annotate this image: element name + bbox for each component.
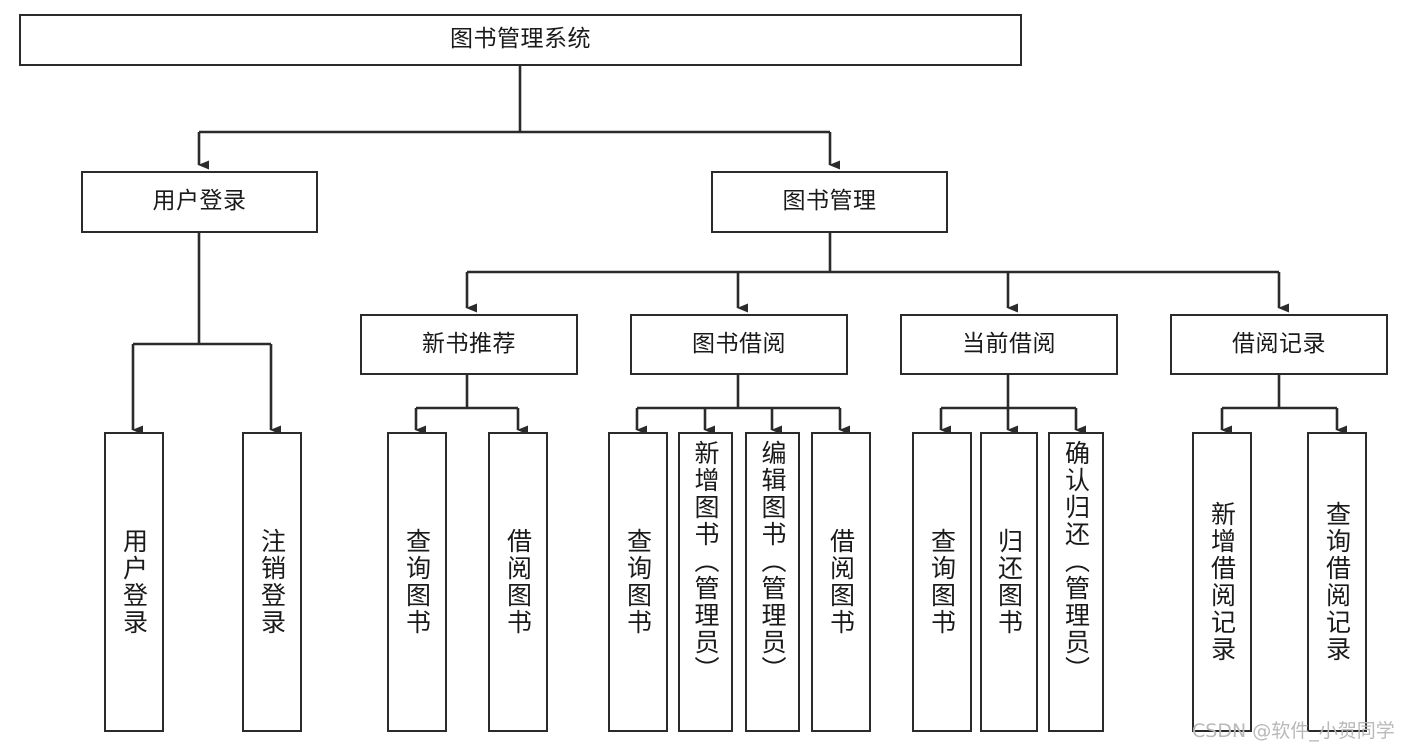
node-label: 确认归还（管理员） [1061,440,1091,683]
node-leaf-borrow-book-recommendation[interactable]: 借阅图书 [488,432,548,732]
node-leaf-return-book[interactable]: 归还图书 [980,432,1038,732]
node-root-book-management-system[interactable]: 图书管理系统 [19,14,1022,66]
node-label: 注销登录 [257,528,287,636]
node-leaf-user-login[interactable]: 用户登录 [104,432,164,732]
node-label: 新增借阅记录 [1207,501,1237,663]
node-label: 查询图书 [402,528,432,636]
node-book-borrowing[interactable]: 图书借阅 [630,314,848,375]
node-leaf-borrow-book-borrowing[interactable]: 借阅图书 [811,432,871,732]
node-label: 图书管理系统 [450,26,591,53]
node-label: 借阅记录 [1232,330,1326,357]
node-label: 编辑图书（管理员） [758,440,787,683]
node-leaf-logout[interactable]: 注销登录 [242,432,302,732]
node-label: 归还图书 [994,528,1024,636]
node-leaf-edit-book-admin[interactable]: 编辑图书（管理员） [745,432,800,732]
node-user-login[interactable]: 用户登录 [81,171,318,233]
csdn-watermark: CSDN @软件_小贺同学 [1192,720,1395,742]
node-label: 当前借阅 [962,330,1056,357]
node-label: 用户登录 [152,188,247,215]
node-label: 借阅图书 [503,528,533,636]
node-label: 图书借阅 [692,330,786,357]
node-label: 查询借阅记录 [1322,501,1352,663]
node-book-management[interactable]: 图书管理 [711,171,948,233]
node-current-borrowing[interactable]: 当前借阅 [900,314,1118,375]
node-new-book-recommendation[interactable]: 新书推荐 [360,314,578,375]
node-leaf-confirm-return-admin[interactable]: 确认归还（管理员） [1048,432,1104,732]
node-leaf-query-book-current[interactable]: 查询图书 [912,432,972,732]
node-label: 用户登录 [119,528,149,636]
node-label: 查询图书 [927,528,957,636]
node-label: 新增图书（管理员） [691,440,720,683]
node-leaf-query-book-recommendation[interactable]: 查询图书 [387,432,447,732]
node-borrowing-record[interactable]: 借阅记录 [1170,314,1388,375]
node-leaf-add-borrowing-record[interactable]: 新增借阅记录 [1192,432,1252,732]
node-leaf-add-book-admin[interactable]: 新增图书（管理员） [678,432,733,732]
node-label: 借阅图书 [826,528,856,636]
node-label: 图书管理 [782,188,877,215]
node-label: 查询图书 [623,528,653,636]
node-label: 新书推荐 [422,330,516,357]
node-leaf-query-book-borrowing[interactable]: 查询图书 [608,432,668,732]
node-leaf-query-borrowing-record[interactable]: 查询借阅记录 [1307,432,1367,732]
